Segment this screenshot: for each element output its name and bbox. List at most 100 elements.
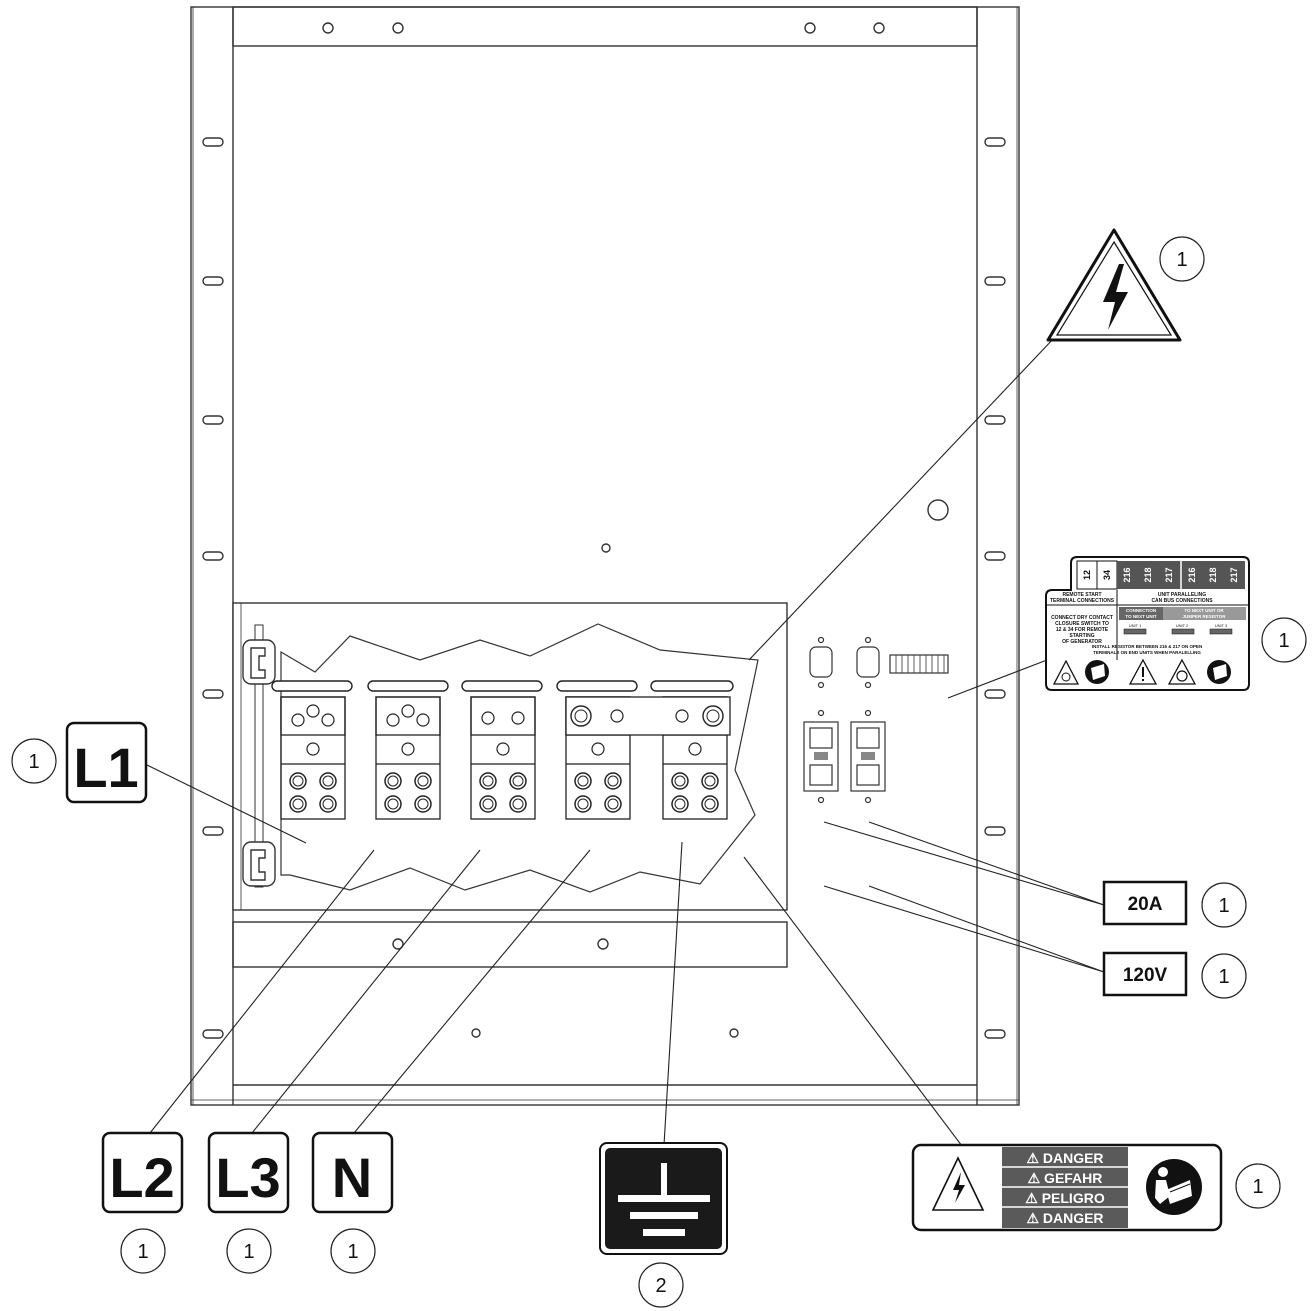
label-l1: L1 <box>65 721 148 804</box>
callout-shock: 1 <box>1159 236 1205 282</box>
left-title-1: REMOTE START <box>1062 592 1101 598</box>
svg-text:1: 1 <box>1252 1176 1263 1198</box>
bus-bar-hole-4 <box>591 742 605 756</box>
svg-text:L3: L3 <box>215 1146 280 1209</box>
cutaway-outline <box>280 623 759 893</box>
lug-bolt <box>289 795 307 813</box>
install-text-2: TERMINALS ON END UNITS WHEN PARALELLING <box>1093 650 1201 655</box>
svg-text:1: 1 <box>1218 895 1229 917</box>
left-text-1: CONNECT DRY CONTACT <box>1051 615 1113 621</box>
lug-bolt <box>671 772 689 790</box>
danger-label: ⚠ DANGER ⚠ GEFAHR ⚠ PELIGRO ⚠ DANGER <box>911 1143 1223 1232</box>
svg-text:1: 1 <box>1278 630 1289 652</box>
outlet-right <box>850 709 886 804</box>
lug-bolt <box>319 795 337 813</box>
bus-bar-hole-1 <box>306 742 320 756</box>
lug-bolt <box>604 772 622 790</box>
danger-line-1: ⚠ DANGER <box>1026 1150 1103 1166</box>
jumper-1: TO NEXT UNIT OR <box>1184 608 1224 613</box>
hinge-bottom <box>242 841 276 887</box>
svg-text:N: N <box>332 1146 372 1209</box>
hot-surface-icon <box>1052 659 1080 685</box>
conn-next-1: CONNECTION <box>1126 608 1156 613</box>
svg-text:1: 1 <box>1176 249 1187 271</box>
term-217a: 217 <box>1164 567 1174 582</box>
term-218a: 218 <box>1143 567 1153 582</box>
callout-120v: 1 <box>1201 953 1247 999</box>
jumper-2: JUMPER RESISTOR <box>1183 614 1227 619</box>
left-text-2: CLOSURE SWITCH TO <box>1055 621 1109 627</box>
danger-line-2: ⚠ GEFAHR <box>1028 1170 1103 1186</box>
callout-ground: 2 <box>638 1262 684 1308</box>
ground-label <box>599 1142 728 1255</box>
term-218b: 218 <box>1208 567 1218 582</box>
callouts: 1 1 1 1 2 1 1 1 1 1 <box>11 236 1307 1308</box>
unit-2: UNIT 2 <box>1176 623 1189 628</box>
lug-bolt <box>479 795 497 813</box>
callout-n: 1 <box>330 1228 376 1274</box>
callout-l2: 1 <box>120 1228 166 1274</box>
hinge-top <box>242 639 276 685</box>
svg-text:120V: 120V <box>1123 965 1168 986</box>
label-l2: L2 <box>101 1131 184 1214</box>
svg-text:1: 1 <box>347 1241 358 1263</box>
lug-bolt <box>574 772 592 790</box>
label-120v: 120V <box>1102 951 1188 997</box>
lug-bolt <box>701 772 719 790</box>
left-text-5: OF GENERATOR <box>1062 639 1102 645</box>
term-216a: 216 <box>1122 567 1132 582</box>
lug-bolt <box>509 795 527 813</box>
danger-line-4: ⚠ DANGER <box>1026 1210 1103 1226</box>
lug-bolt <box>671 795 689 813</box>
lug-bolt <box>414 795 432 813</box>
lug-bolt <box>319 772 337 790</box>
svg-text:2: 2 <box>655 1275 666 1297</box>
side-slots <box>202 137 1006 1039</box>
term-12: 12 <box>1082 570 1092 580</box>
terminal-compartment <box>232 602 788 968</box>
lug-bolt <box>289 772 307 790</box>
bus-bar-body-2 <box>375 696 441 820</box>
terminal-connections-label: 12 34 216 218 217 216 218 217 REMOTE STA… <box>1045 556 1250 691</box>
label-20a: 20A <box>1102 880 1188 926</box>
read-manual-icon-small <box>1085 660 1109 684</box>
lug-bolt <box>479 772 497 790</box>
read-manual-icon <box>1146 1159 1202 1215</box>
bus-bar-hole-3 <box>496 742 510 756</box>
callout-20a: 1 <box>1201 882 1247 928</box>
bus-bar-columns <box>280 696 731 820</box>
receptacles <box>803 636 949 804</box>
left-text-3: 12 & 34 FOR REMOTE <box>1056 627 1109 633</box>
install-text-1: INSTALL RESISTOR BETWEEN 216 & 217 ON OP… <box>1092 644 1203 649</box>
outlet-left <box>803 709 839 804</box>
svg-text:1: 1 <box>28 751 39 773</box>
unit-3: UNIT 3 <box>1215 623 1228 628</box>
lug-bolt <box>574 795 592 813</box>
term-34: 34 <box>1102 570 1112 580</box>
bus-bar-body-3 <box>470 696 536 820</box>
svg-text:1: 1 <box>137 1241 148 1263</box>
svg-text:L2: L2 <box>109 1146 174 1209</box>
callout-l1: 1 <box>11 738 57 784</box>
link-bolt-left <box>570 705 592 727</box>
lug-bolt <box>414 772 432 790</box>
warning-triangle-icon <box>931 1156 985 1211</box>
left-title-2: TERMINAL CONNECTIONS <box>1050 598 1115 604</box>
conn-next-2: TO NEXT UNIT <box>1125 614 1156 619</box>
bus-bar-body-1 <box>280 696 346 820</box>
term-216b: 216 <box>1187 567 1197 582</box>
lug-bolt <box>384 772 402 790</box>
callout-danger: 1 <box>1235 1163 1281 1209</box>
callout-terminal: 1 <box>1261 617 1307 663</box>
label-l3: L3 <box>207 1131 290 1214</box>
svg-text:1: 1 <box>1218 966 1229 988</box>
left-text-4: STARTING <box>1069 633 1094 639</box>
term-217b: 217 <box>1229 567 1239 582</box>
leader-lines <box>146 336 1105 1147</box>
ground-symbol-icon <box>618 1163 710 1236</box>
lug-bolt <box>384 795 402 813</box>
bus-bar-hole-5 <box>688 742 702 756</box>
lug-bolt <box>509 772 527 790</box>
bus-bar-top-3 <box>470 696 536 736</box>
